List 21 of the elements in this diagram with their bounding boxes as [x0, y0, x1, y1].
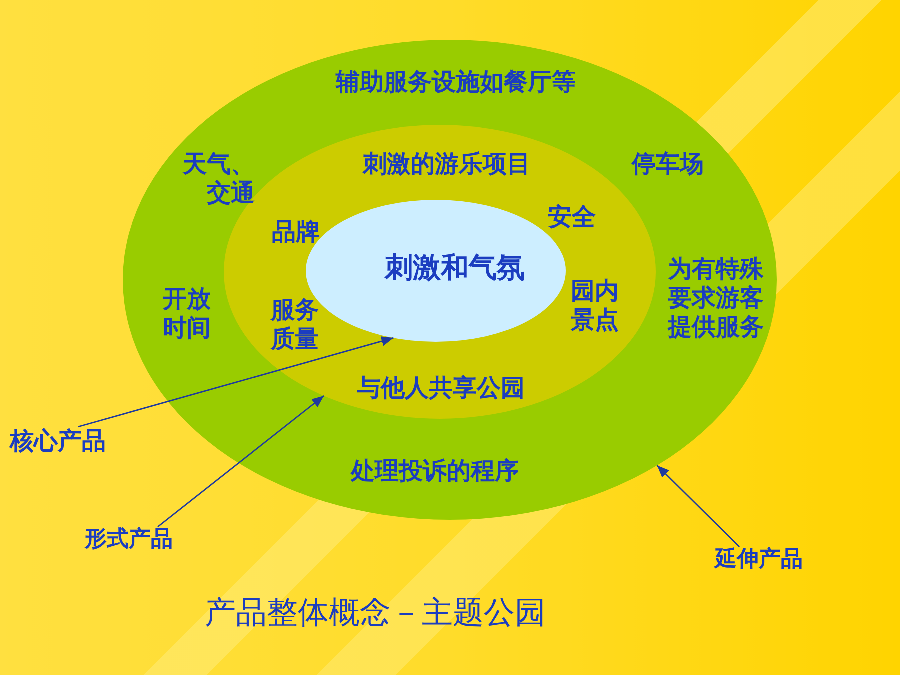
layer-label: 服务质量 [271, 296, 320, 354]
title: 产品整体概念－主题公园 [205, 595, 546, 632]
layer-label: 停车场 [632, 150, 704, 179]
core-label: 刺激和气氛 [385, 251, 525, 285]
layer-label: 与他人共享公园 [357, 374, 525, 403]
layer-label: 开放时间 [163, 285, 212, 343]
layer-label: 天气、交通 [182, 150, 255, 208]
callout-label: 核心产品 [10, 427, 106, 456]
leader-arrow [656, 465, 740, 548]
layer-label: 辅助服务设施如餐厅等 [336, 68, 576, 97]
layer-label: 安全 [548, 203, 596, 232]
outer-ellipse [123, 40, 777, 520]
layer-label: 处理投诉的程序 [351, 457, 519, 486]
layer-label: 刺激的游乐项目 [363, 150, 531, 179]
leader-arrow [78, 336, 394, 428]
layer-label: 为有特殊要求游客提供服务 [668, 255, 765, 342]
callout-label: 延伸产品 [715, 547, 803, 574]
layer-label: 园内景点 [571, 277, 620, 335]
leader-arrow [158, 395, 325, 528]
callout-label: 形式产品 [85, 527, 173, 554]
layer-label: 品牌 [272, 218, 320, 247]
